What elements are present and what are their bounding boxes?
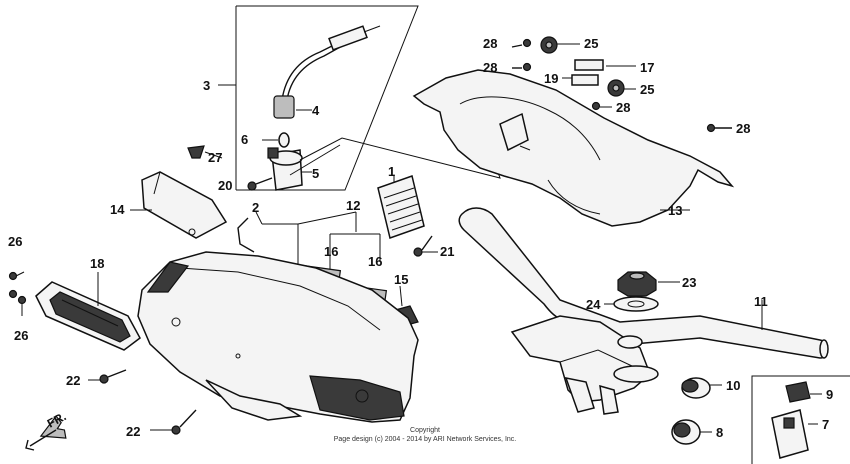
- callout-24: 24: [586, 297, 601, 312]
- screw-28b: [512, 62, 532, 72]
- part-6-seal: [278, 132, 290, 148]
- part-5-switch-body: [267, 147, 312, 191]
- callout-28b: 28: [483, 60, 497, 75]
- screw-28d: [706, 123, 732, 133]
- vent-grille-1: [377, 175, 425, 239]
- handlebar-11: [458, 207, 829, 415]
- callout-7: 7: [822, 417, 829, 432]
- callout-2: 2: [252, 200, 259, 215]
- front-direction-arrow-icon: [25, 415, 67, 451]
- callout-14: 14: [110, 202, 125, 217]
- callout-27: 27: [208, 150, 222, 165]
- grommet-25a: [540, 36, 580, 54]
- callout-25b: 25: [640, 82, 654, 97]
- group-bracket-3: [218, 5, 419, 191]
- callout-26a: 26: [8, 234, 22, 249]
- sticker-17: [574, 59, 604, 71]
- callout-15: 15: [394, 272, 408, 287]
- hook-2: [237, 217, 255, 253]
- washer-24: [604, 296, 659, 312]
- callout-6: 6: [241, 132, 248, 147]
- callout-13: 13: [668, 203, 682, 218]
- callout-22b: 22: [126, 424, 140, 439]
- screw-22b: [150, 409, 197, 435]
- switch-wire-assembly: [273, 25, 381, 119]
- sticker-19: [571, 74, 599, 86]
- callout-17: 17: [640, 60, 654, 75]
- copyright-line-1: Copyright: [410, 427, 440, 434]
- callout-25a: 25: [584, 36, 598, 51]
- callout-28a: 28: [483, 36, 497, 51]
- screw-22a: [88, 369, 127, 384]
- nut-23: [617, 271, 680, 297]
- weight-8: [671, 419, 712, 445]
- callout-10: 10: [726, 378, 740, 393]
- callout-18: 18: [90, 256, 104, 271]
- callout-4: 4: [312, 103, 320, 118]
- screw-21: [413, 235, 438, 257]
- callout-8: 8: [716, 425, 723, 440]
- callout-3: 3: [203, 78, 210, 93]
- callout-16b: 16: [368, 254, 382, 269]
- callout-28c: 28: [616, 100, 630, 115]
- callout-19: 19: [544, 71, 558, 86]
- callout-20: 20: [218, 178, 232, 193]
- clip-27: [187, 145, 223, 159]
- screw-20: [247, 177, 273, 191]
- callout-16a: 16: [324, 244, 338, 259]
- callout-1: 1: [388, 164, 395, 179]
- screw-28a: [511, 38, 532, 48]
- rear-handle-cover-13: [412, 69, 735, 227]
- screw-26b: [8, 289, 27, 316]
- group-box-7-9: [751, 375, 850, 464]
- callout-11: 11: [754, 294, 768, 309]
- cover-plate-14: [130, 171, 228, 239]
- callout-23: 23: [682, 275, 696, 290]
- callout-9: 9: [826, 387, 833, 402]
- screw-28c: [591, 101, 612, 111]
- callout-22a: 22: [66, 373, 80, 388]
- grip-end-10: [681, 377, 722, 399]
- callout-26b: 26: [14, 328, 28, 343]
- screw-26a: [8, 271, 25, 281]
- front-handle-cover: [137, 251, 419, 423]
- callout-5: 5: [312, 166, 319, 181]
- emblem-18: [35, 272, 141, 351]
- callout-12: 12: [346, 198, 360, 213]
- grommet-25b: [607, 79, 636, 97]
- callout-21: 21: [440, 244, 454, 259]
- copyright-line-2: Page design (c) 2004 - 2014 by ARI Netwo…: [334, 436, 517, 443]
- callout-28d: 28: [736, 121, 750, 136]
